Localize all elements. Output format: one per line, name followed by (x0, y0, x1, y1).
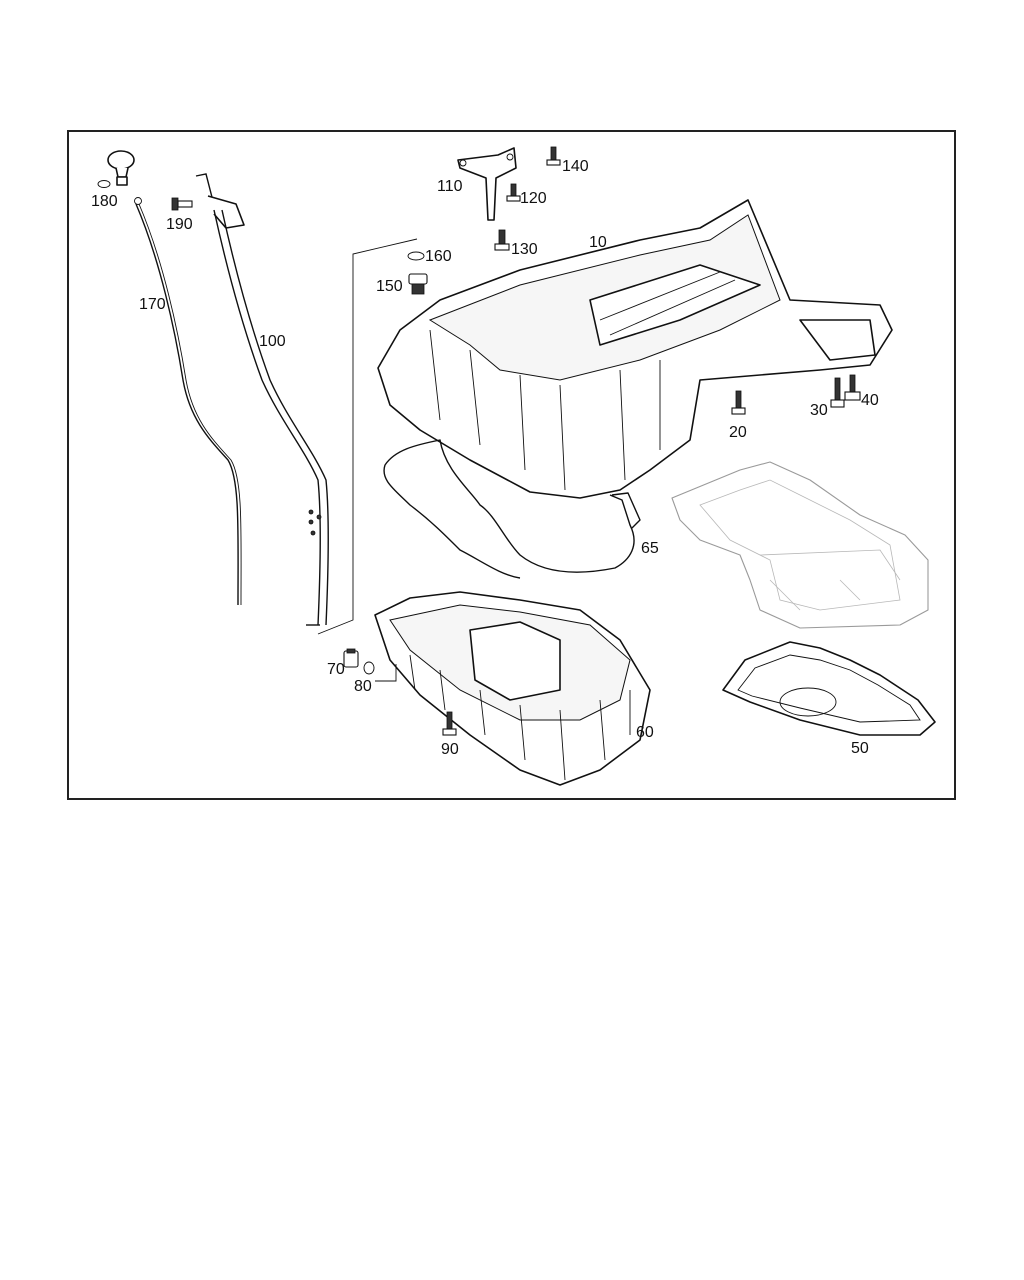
part-label-190: 190 (166, 216, 193, 233)
part-label-160: 160 (425, 248, 452, 265)
part-label-60: 60 (636, 724, 654, 741)
part-label-40: 40 (861, 392, 879, 409)
leader-70-80 (375, 664, 397, 682)
bolt-140 (546, 146, 561, 166)
cover-gasket-50 (722, 641, 936, 736)
part-label-65: 65 (641, 540, 659, 557)
leader-150-160 (317, 238, 418, 635)
part-label-50: 50 (851, 740, 869, 757)
part-label-70: 70 (327, 661, 345, 678)
engine-block-outline (671, 461, 929, 629)
part-label-180: 180 (91, 193, 118, 210)
part-label-100: 100 (259, 333, 286, 350)
seal-ring-80 (363, 661, 375, 675)
bolt-40 (844, 374, 861, 401)
bolt-90 (442, 711, 457, 736)
part-label-120: 120 (520, 190, 547, 207)
part-label-90: 90 (441, 741, 459, 758)
diagram-frame (67, 130, 956, 800)
lower-oil-pan (374, 591, 651, 786)
part-label-80: 80 (354, 678, 372, 695)
part-label-130: 130 (511, 241, 538, 258)
gasket-65 (383, 439, 641, 579)
part-label-30: 30 (810, 402, 828, 419)
bracket-110 (457, 147, 517, 221)
bolt-120 (506, 183, 521, 202)
bolt-130 (494, 229, 510, 251)
part-label-10: 10 (589, 234, 607, 251)
drain-plug-70 (343, 648, 359, 668)
bolt-20 (731, 390, 746, 415)
part-label-20: 20 (729, 424, 747, 441)
bolt-190 (171, 197, 193, 211)
oil-dipstick (107, 150, 242, 606)
part-labels: 10 20 30 40 50 60 65 70 80 90 100 110 120 130 140 150 16… (91, 158, 879, 758)
screw-plug-150 (408, 273, 428, 295)
dipstick-guide-tube (195, 173, 329, 626)
part-label-110: 110 (437, 178, 463, 195)
seal-ring-180 (97, 180, 111, 188)
seal-ring-160 (407, 251, 425, 261)
bolt-30 (830, 377, 845, 408)
part-label-140: 140 (562, 158, 589, 175)
part-label-170: 170 (139, 296, 166, 313)
upper-oil-pan (377, 199, 893, 499)
part-label-150: 150 (376, 278, 403, 295)
